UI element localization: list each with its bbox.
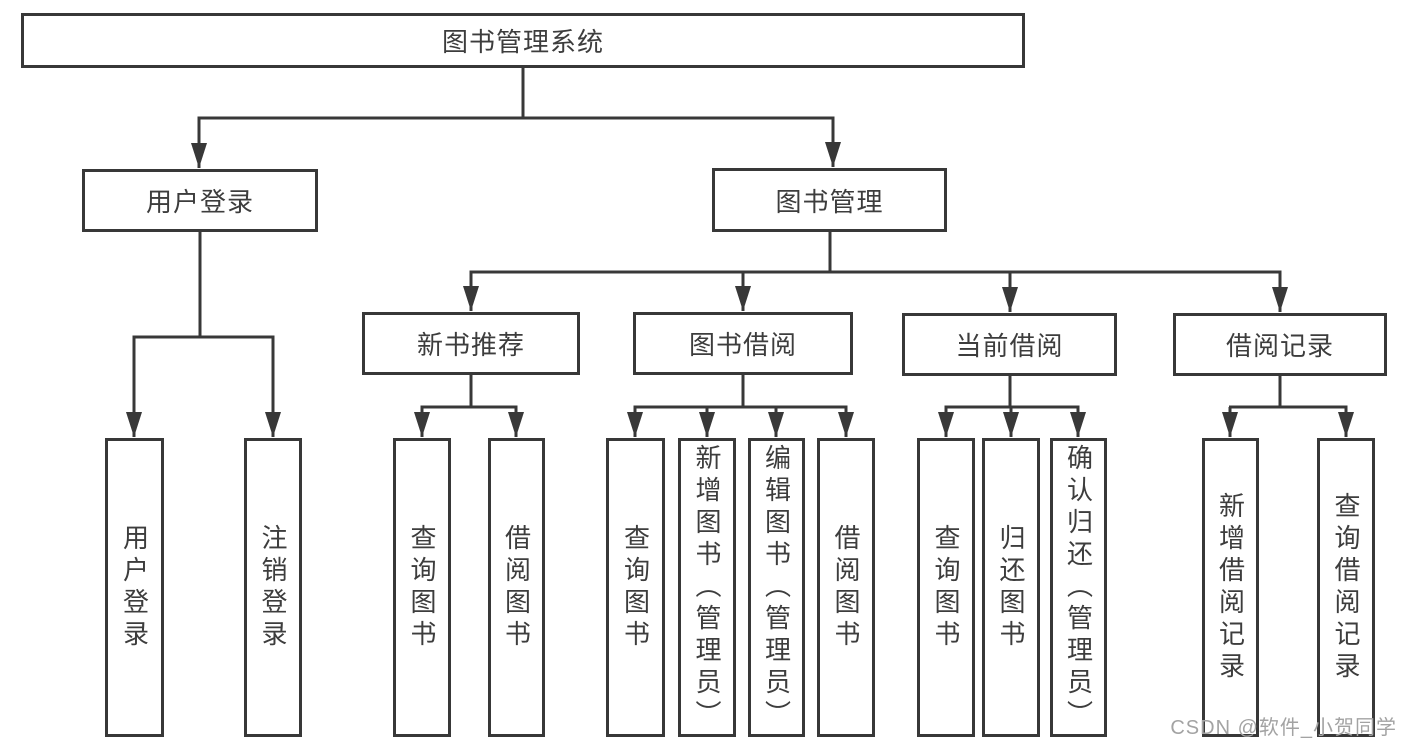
leaf-return-book: 归还图书 <box>982 438 1040 737</box>
leaf-add-book-admin-label: 新增图书（管理员） <box>692 443 722 732</box>
leaf-confirm-return-admin-label: 确认归还（管理员） <box>1063 443 1094 732</box>
node-borrow-records-label: 借阅记录 <box>1225 331 1334 361</box>
node-book-borrow: 图书借阅 <box>633 312 853 375</box>
leaf-logout: 注销登录 <box>244 438 302 737</box>
node-current-borrow-label: 当前借阅 <box>955 331 1064 361</box>
leaf-query-borrow-record: 查询借阅记录 <box>1317 438 1375 737</box>
node-book-management-label: 图书管理 <box>775 186 884 217</box>
leaf-borrow-book: 借阅图书 <box>817 438 875 737</box>
node-book-management: 图书管理 <box>712 168 947 232</box>
node-user-login-label: 用户登录 <box>145 187 254 217</box>
leaf-user-login-label: 用户登录 <box>119 523 150 652</box>
leaf-query-book-borrow-label: 查询图书 <box>620 523 651 652</box>
leaf-add-book-admin: 新增图书（管理员） <box>678 438 736 737</box>
node-borrow-records: 借阅记录 <box>1173 313 1387 376</box>
leaf-borrow-book-recommend-label: 借阅图书 <box>501 523 532 652</box>
leaf-return-book-label: 归还图书 <box>996 523 1026 652</box>
leaf-confirm-return-admin: 确认归还（管理员） <box>1050 438 1107 737</box>
node-new-book-recommend-label: 新书推荐 <box>416 330 525 360</box>
node-book-borrow-label: 图书借阅 <box>688 330 797 360</box>
leaf-query-book-recommend: 查询图书 <box>393 438 451 737</box>
leaf-add-borrow-record-label: 新增借阅记录 <box>1215 491 1246 684</box>
node-current-borrow: 当前借阅 <box>902 313 1117 376</box>
node-user-login: 用户登录 <box>82 169 318 232</box>
leaf-logout-label: 注销登录 <box>258 523 288 652</box>
leaf-edit-book-admin-label: 编辑图书（管理员） <box>761 443 792 732</box>
leaf-add-borrow-record: 新增借阅记录 <box>1202 438 1259 737</box>
node-library-system: 图书管理系统 <box>21 13 1025 68</box>
leaf-borrow-book-label: 借阅图书 <box>831 523 861 652</box>
node-library-system-label: 图书管理系统 <box>441 27 604 57</box>
leaf-query-book-current-label: 查询图书 <box>931 523 961 652</box>
leaf-query-book-borrow: 查询图书 <box>606 438 665 737</box>
leaf-user-login: 用户登录 <box>105 438 164 737</box>
leaf-query-book-current: 查询图书 <box>917 438 975 737</box>
leaf-query-book-recommend-label: 查询图书 <box>407 523 437 652</box>
leaf-query-borrow-record-label: 查询借阅记录 <box>1331 491 1361 684</box>
leaf-edit-book-admin: 编辑图书（管理员） <box>748 438 805 737</box>
csdn-watermark: CSDN @软件_小贺同学 <box>1170 717 1397 739</box>
node-new-book-recommend: 新书推荐 <box>362 312 580 375</box>
leaf-borrow-book-recommend: 借阅图书 <box>488 438 545 737</box>
